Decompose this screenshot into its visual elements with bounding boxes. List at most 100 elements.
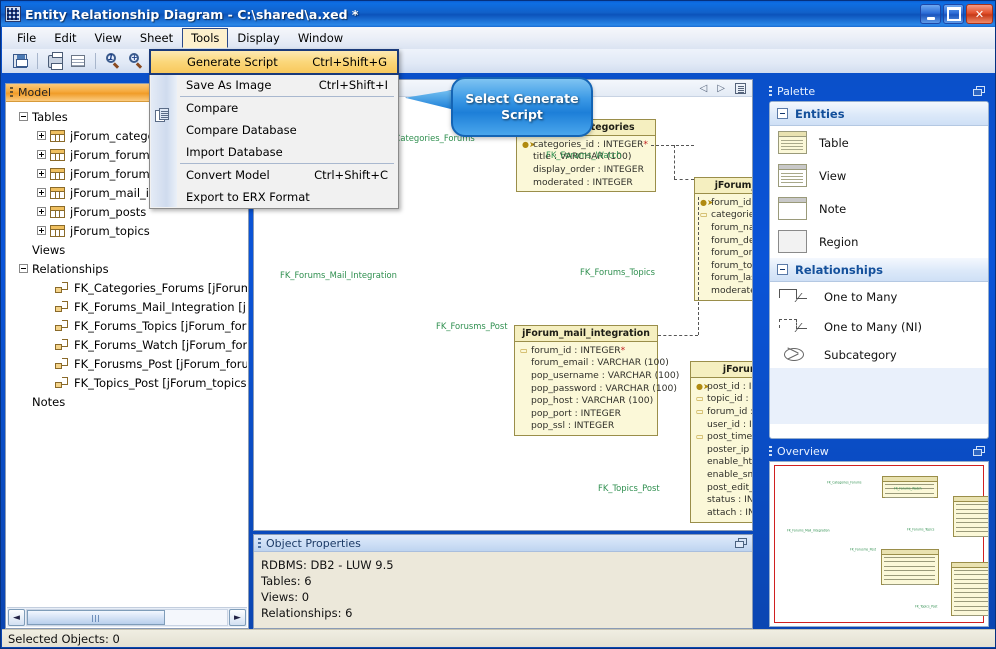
tree-node-jforum-posts[interactable]: jForum_posts — [11, 202, 247, 221]
menu-item-label: Compare Database — [186, 123, 297, 137]
zoom-actual-icon: 1 — [105, 53, 121, 69]
relationship-connector — [674, 145, 675, 179]
palette-item-subcategory[interactable]: Subcategory — [770, 342, 988, 368]
sheet-list-icon[interactable] — [735, 82, 746, 94]
menu-item-compare-database[interactable]: Compare Database — [176, 119, 398, 141]
restore-icon[interactable] — [735, 537, 747, 549]
column-label: forum_name : VARCHAR (150) — [711, 221, 752, 233]
menu-item-convert-model[interactable]: Convert Model Ctrl+Shift+C — [176, 164, 398, 186]
tree-node-fk-forusms-post[interactable]: FK_Forusms_Post [jForum_forums - jForum_… — [11, 354, 247, 373]
entity-column: forum_order : INTEGER — [698, 246, 752, 259]
menu-item-shortcut — [370, 101, 388, 115]
menu-item-save-as-image[interactable]: Save As Image Ctrl+Shift+I — [176, 74, 398, 96]
menu-file[interactable]: File — [17, 31, 37, 45]
palette-item-table[interactable]: Table — [770, 126, 988, 159]
tree-node-fk-categories-forums[interactable]: FK_Categories_Forums [jForum_categories … — [11, 278, 247, 297]
next-sheet-icon[interactable]: ▷ — [717, 82, 725, 94]
table-icon — [50, 205, 65, 218]
expand-icon[interactable] — [37, 169, 46, 178]
entity-jforum-posts[interactable]: jForum_posts●➤post_id : INTEGER*▭topic_i… — [690, 361, 752, 523]
collapse-icon[interactable] — [19, 112, 28, 121]
menu-sheet[interactable]: Sheet — [139, 31, 174, 45]
diagram-canvas[interactable]: jForum_categories●➤categories_id : INTEG… — [254, 97, 752, 530]
collapse-icon[interactable] — [777, 264, 788, 275]
grid-button[interactable] — [68, 51, 88, 71]
print-button[interactable] — [45, 51, 65, 71]
minimize-button[interactable] — [920, 4, 941, 24]
entity-jforum-forums[interactable]: jForum_forums●➤forum_id : INTEGER▭catego… — [694, 177, 752, 301]
model-panel-hscrollbar[interactable]: ◄ ► — [7, 607, 247, 627]
column-label: moderated : INTEGER — [533, 176, 633, 188]
scroll-left-button[interactable]: ◄ — [8, 609, 25, 626]
tree-node-jforum-forums[interactable]: jForum_forums — [11, 145, 247, 164]
expand-icon[interactable] — [37, 207, 46, 216]
column-label: display_order : INTEGER — [533, 163, 644, 175]
palette-section-relationships[interactable]: Relationships — [770, 258, 988, 282]
scroll-right-button[interactable]: ► — [229, 609, 246, 626]
prev-sheet-icon[interactable]: ◁ — [699, 82, 708, 94]
menu-separator — [180, 96, 394, 97]
palette-item-one-to-many[interactable]: One to Many — [770, 282, 988, 312]
menu-item-export-to-erx-format[interactable]: Export to ERX Format — [176, 186, 398, 208]
menu-item-compare[interactable]: Compare — [176, 97, 398, 119]
palette-section-title: Entities — [795, 106, 845, 121]
drag-grip-icon[interactable] — [258, 537, 261, 549]
menu-item-import-database[interactable]: Import Database — [176, 141, 398, 163]
drag-grip-icon[interactable] — [10, 87, 13, 98]
menu-item-generate-script[interactable]: Generate Script Ctrl+Shift+G — [149, 49, 399, 75]
palette-section-entities[interactable]: Entities — [770, 102, 988, 126]
expand-icon[interactable] — [37, 131, 46, 140]
menu-edit[interactable]: Edit — [54, 31, 77, 45]
tree-node-notes[interactable]: Notes — [11, 392, 247, 411]
menu-tools[interactable]: Tools — [182, 28, 229, 48]
zoom-in-icon: + — [128, 53, 144, 69]
drag-grip-icon[interactable] — [769, 446, 772, 457]
menu-view[interactable]: View — [94, 31, 122, 45]
close-button[interactable]: ✕ — [966, 4, 993, 24]
tree-node-jforum-topics[interactable]: jForum_topics — [11, 221, 247, 240]
entity-column: forum_name : VARCHAR (150) — [698, 221, 752, 234]
column-label: poster_ip : VARCHAR (15) — [707, 443, 752, 455]
palette-item-note[interactable]: Note — [770, 192, 988, 225]
tree-node-fk-forums-mail-integration[interactable]: FK_Forums_Mail_Integration [jForum_forum… — [11, 297, 247, 316]
scroll-thumb[interactable] — [27, 610, 165, 625]
collapse-icon[interactable] — [777, 108, 788, 119]
palette-item-label: Region — [819, 234, 859, 249]
tree-node-fk-forums-topics[interactable]: FK_Forums_Topics [jForum_forums - jForum… — [11, 316, 247, 335]
menu-display[interactable]: Display — [237, 31, 280, 45]
tree-node-fk-forums-watch[interactable]: FK_Forums_Watch [jForum_forums - jForum_… — [11, 335, 247, 354]
column-label: categories : INTEGER* — [711, 209, 752, 221]
column-label: forum_last_post_id : INTEGER — [711, 272, 752, 284]
expand-icon[interactable] — [37, 150, 46, 159]
restore-icon[interactable] — [973, 446, 985, 457]
menu-window[interactable]: Window — [297, 31, 344, 45]
restore-icon[interactable] — [973, 86, 985, 97]
collapse-icon[interactable] — [19, 264, 28, 273]
model-panel-title: Model — [18, 86, 52, 99]
zoom-in-button[interactable]: + — [126, 51, 146, 71]
entity-jforum-mail-integration[interactable]: jForum_mail_integration▭forum_id : INTEG… — [514, 325, 679, 437]
expand-icon[interactable] — [37, 226, 46, 235]
column-label: pop_port : INTEGER — [531, 407, 621, 419]
menu-item-label: Compare — [186, 101, 239, 115]
tree-node-fk-topics-post[interactable]: FK_Topics_Post [jForum_topics - jForum_p… — [11, 373, 247, 392]
expand-icon[interactable] — [37, 188, 46, 197]
scroll-track[interactable] — [26, 609, 228, 626]
relationship-icon — [55, 338, 69, 351]
tree-node-tables[interactable]: Tables — [11, 107, 247, 126]
save-button[interactable] — [10, 51, 30, 71]
maximize-button[interactable] — [943, 4, 964, 24]
zoom-actual-button[interactable]: 1 — [103, 51, 123, 71]
drag-grip-icon[interactable] — [769, 86, 772, 97]
tree-node-relationships[interactable]: Relationships — [11, 259, 247, 278]
palette-item-one-to-many-ni[interactable]: One to Many (NI) — [770, 312, 988, 342]
palette-item-region[interactable]: Region — [770, 225, 988, 258]
tree-node-views[interactable]: Views — [11, 240, 247, 259]
tools-dropdown-menu[interactable]: Generate Script Ctrl+Shift+G Save As Ima… — [149, 49, 399, 209]
menu-item-shortcut — [370, 123, 388, 137]
palette-item-view[interactable]: View — [770, 159, 988, 192]
entity-column: pop_port : INTEGER — [518, 407, 654, 420]
